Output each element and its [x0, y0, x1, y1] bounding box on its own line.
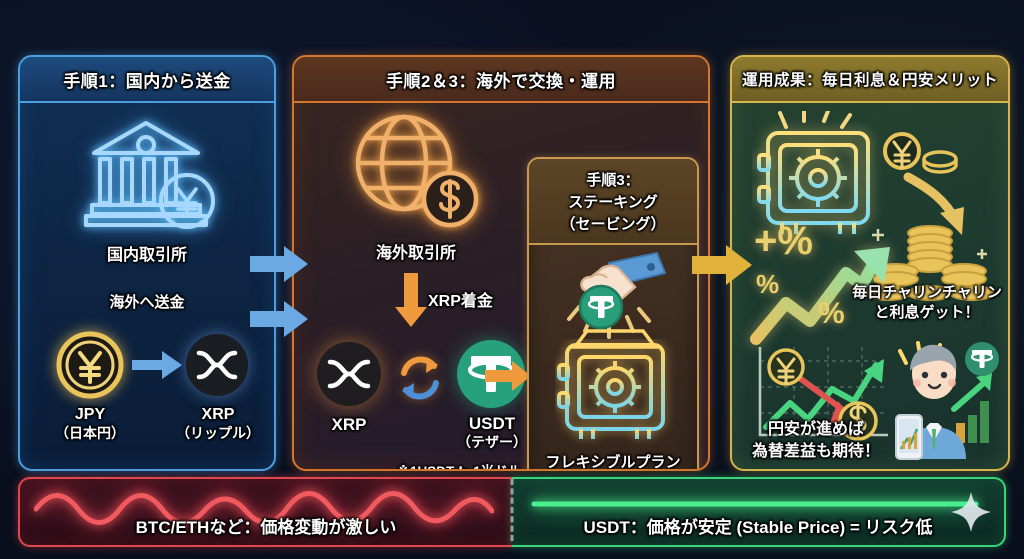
swap-arrows-icon: [401, 356, 439, 400]
xrp-arrival-arrow: [395, 273, 427, 327]
to-staking-arrow: [485, 361, 531, 391]
xrp-label-p2: XRP: [331, 415, 367, 434]
stable-label: USDT：価格が安定 (Stable Price) = リスク低: [583, 518, 933, 537]
daily-interest-line1: 毎日チャリンチャリン: [852, 284, 1002, 301]
volatile-section: BTC/ETHなど：価格変動が激しい: [18, 477, 512, 547]
staking-title-line2: ステーキング: [568, 193, 658, 211]
panel-result-title: 運用成果：毎日利息＆円安メリット: [732, 57, 1008, 103]
overseas-exchange-label: 海外取引所: [375, 245, 456, 262]
falling-yen-coins-icon: [883, 132, 964, 235]
fx-benefit-line1: 円安が進めば: [767, 421, 864, 438]
panel-step23-title: 手順2＆3：海外で交換・運用: [294, 57, 708, 103]
daily-interest-line2: と利息ゲット！: [874, 304, 980, 322]
fx-benefit-text: 円安が進めば 為替差益も期待！: [740, 419, 892, 462]
usdt-symbol: USDT: [468, 414, 516, 433]
panel-result: 運用成果：毎日利息＆円安メリット: [730, 55, 1010, 471]
result-arrow-gold: [692, 245, 752, 285]
gold-coin-pile-icon: [866, 225, 994, 301]
overseas-exchange-globe-icon: [355, 114, 479, 228]
percent-small-1: %: [756, 269, 780, 299]
jpy-sub: （日本円）: [55, 425, 125, 441]
usdt-label: USDT （テザー）: [434, 413, 550, 452]
panel-step1-body: 国内取引所 海外へ送金 JPY （日本円）: [20, 101, 274, 469]
send-overseas-label: 海外へ送金: [109, 294, 185, 311]
jpy-to-xrp-arrow: [132, 351, 182, 379]
usdt-sub: （テザー）: [457, 434, 527, 451]
jpy-symbol: JPY: [74, 406, 106, 423]
stable-section: USDT：価格が安定 (Stable Price) = リスク低: [512, 477, 1006, 547]
panel-step1-title: 手順1：国内から送金: [20, 57, 274, 103]
xrp-sub-p1: （リップル）: [176, 425, 260, 441]
xrp-arrival-label: XRP着金: [428, 293, 493, 310]
domestic-exchange-label: 国内取引所: [106, 247, 187, 264]
staking-box-title: 手順3： ステーキング （セービング）: [529, 159, 697, 245]
hand-depositing-coin-icon: [567, 251, 667, 339]
staking-title-line1: 手順3：: [586, 171, 640, 189]
comparison-divider: [510, 479, 514, 541]
xrp-label-p1: XRP （リップル）: [160, 405, 274, 443]
usdt-peg-note-line1: ※1USDT ≒ 1米ドル: [378, 463, 540, 469]
percent-small-2: %: [818, 297, 845, 330]
sparkle-icon: [951, 492, 991, 532]
investor-person-illustration: [895, 341, 999, 460]
transfer-arrow-upper: [250, 246, 308, 282]
flexible-plan-label: フレキシブルプラン: [545, 454, 681, 471]
daily-interest-text: 毎日チャリンチャリン と利息ゲット！: [852, 283, 1002, 324]
panel-step1: 手順1：国内から送金 国内取引所 海外へ送金: [18, 55, 276, 471]
volatility-comparison-bar: BTC/ETHなど：価格変動が激しい USDT：価格が安定 (Stable Pr…: [18, 477, 1006, 547]
staking-box: 手順3： ステーキング （セービング）: [527, 157, 699, 471]
panel-step23: 手順2＆3：海外で交換・運用 海外取引所 XRP着金: [292, 55, 710, 471]
percent-plus-label: +%: [754, 219, 813, 263]
jpy-coin-icon: [56, 331, 124, 399]
transfer-arrow-lower: [250, 301, 308, 337]
safe-icon-staking: [557, 343, 665, 439]
staking-title-line3: （セービング）: [560, 215, 666, 233]
growth-arrow-icon: [750, 247, 890, 345]
panel-result-body: +% % % 毎日チャリンチャリン と利息ゲット！: [732, 101, 1008, 469]
fx-benefit-line2: 為替差益も期待！: [751, 442, 880, 460]
volatile-label: BTC/ETHなど：価格変動が激しい: [135, 518, 397, 537]
xrp-coin-icon: [186, 334, 248, 396]
usdt-peg-note: ※1USDT ≒ 1米ドル （安定価値）: [378, 463, 540, 469]
xrp-coin-icon-p2: [317, 342, 381, 406]
jpy-label: JPY （日本円）: [36, 405, 144, 443]
panel-step23-body: 海外取引所 XRP着金 XRP: [294, 101, 708, 469]
stable-flat-line: [531, 501, 979, 507]
xrp-symbol-p1: XRP: [201, 406, 235, 423]
fx-chart-icon: [758, 347, 888, 441]
domestic-exchange-bank-icon: [84, 121, 215, 229]
volatile-wave-line: [34, 491, 494, 526]
safe-icon-result: [757, 111, 870, 234]
